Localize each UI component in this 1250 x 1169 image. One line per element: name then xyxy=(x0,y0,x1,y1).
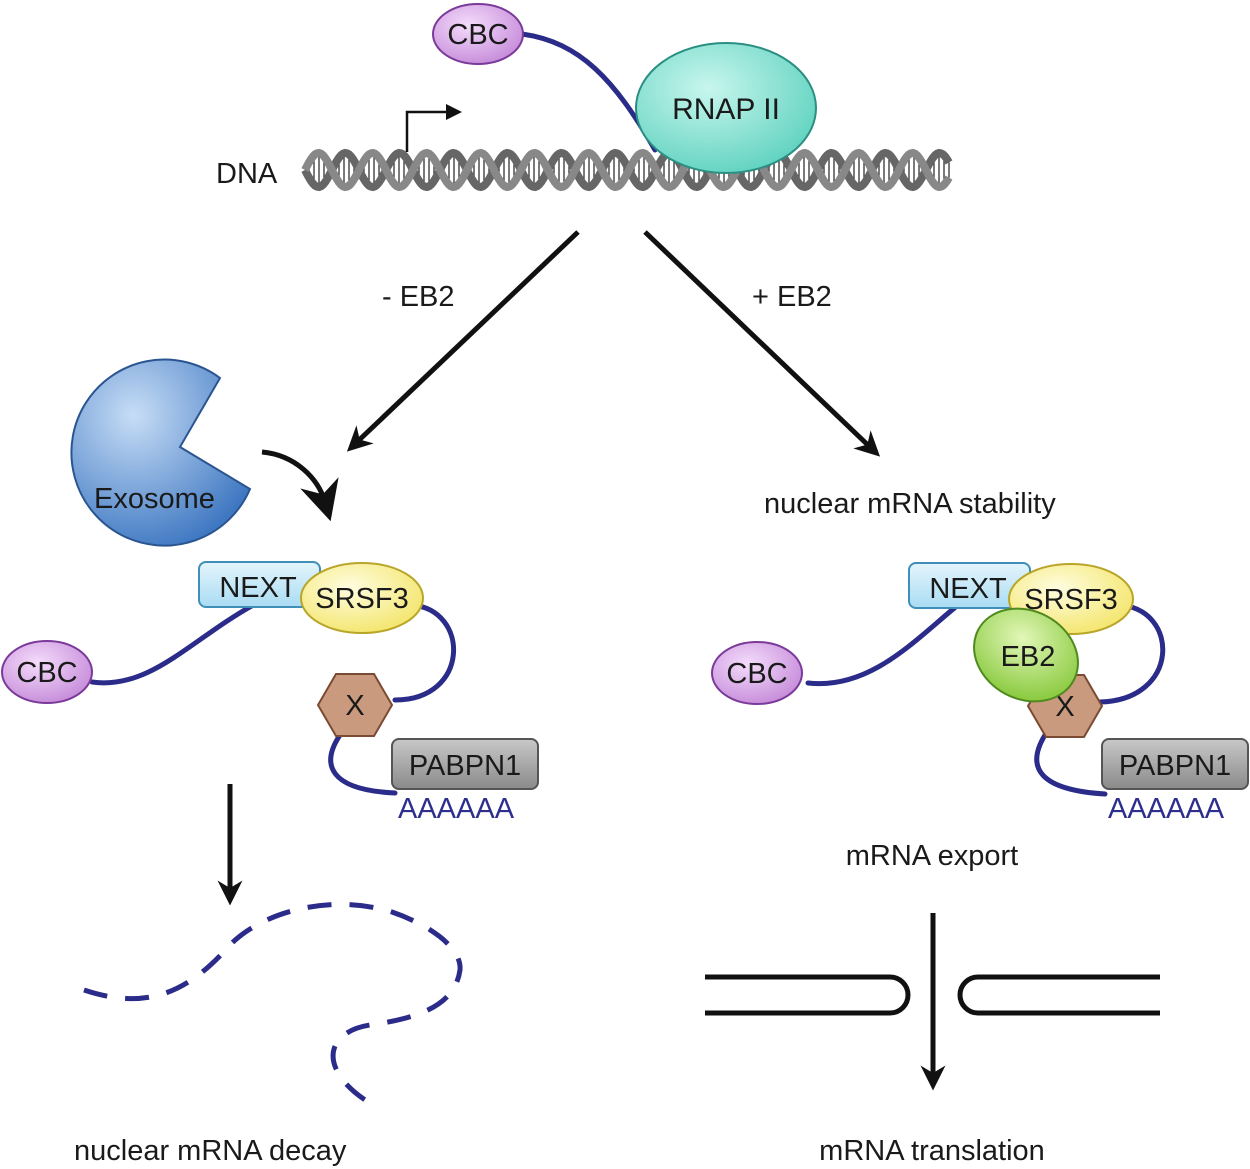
left-pabpn1: PABPN1 xyxy=(391,738,539,790)
right-srsf3-label: SRSF3 xyxy=(1024,584,1117,616)
left-next: NEXT xyxy=(198,561,321,608)
degraded-mrna xyxy=(83,901,463,1109)
exosome-label: Exosome xyxy=(94,483,215,515)
dna-strand-b xyxy=(301,148,953,192)
cbc-top-ellipse xyxy=(432,3,524,65)
right-eb2-label: EB2 xyxy=(1001,641,1056,673)
left-mrna-loop xyxy=(392,602,457,703)
right-next-label: NEXT xyxy=(929,573,1007,605)
right-cbc: CBC xyxy=(711,641,803,705)
right-outcome-translation: mRNA translation xyxy=(819,1135,1045,1167)
condition-plus-eb2: + EB2 xyxy=(752,281,832,313)
left-cbc-label: CBC xyxy=(16,657,77,689)
arrow-plus-eb2 xyxy=(643,230,881,457)
nuclear-membrane-left xyxy=(705,974,911,1016)
left-mrna-body xyxy=(89,601,258,686)
right-pabpn1: PABPN1 xyxy=(1101,738,1249,790)
right-eb2-ellipse xyxy=(973,607,1079,703)
left-x-factor: X xyxy=(316,673,394,737)
rnap-ii: RNAP II xyxy=(635,42,817,174)
transcription-start-arrow xyxy=(405,110,448,152)
right-pabpn1-box xyxy=(1101,738,1249,790)
right-mrna-body xyxy=(805,602,961,687)
left-srsf3-ellipse xyxy=(300,562,424,634)
right-cbc-ellipse xyxy=(711,641,803,705)
rnap-ii-label: RNAP II xyxy=(672,93,780,126)
right-mrna-tail xyxy=(1034,732,1108,797)
dna-helix xyxy=(301,148,953,192)
right-stability-label: nuclear mRNA stability xyxy=(764,488,1056,520)
right-eb2: EB2 xyxy=(973,607,1079,703)
exosome: Exosome xyxy=(70,358,252,547)
right-pabpn1-label: PABPN1 xyxy=(1119,750,1231,782)
rnap-ii-ellipse xyxy=(635,42,817,174)
right-export-label: mRNA export xyxy=(846,840,1018,872)
right-polya-tail: AAAAAA xyxy=(1108,793,1225,825)
exosome-shape xyxy=(70,358,252,547)
right-cbc-label: CBC xyxy=(726,658,787,690)
right-next: NEXT xyxy=(908,562,1031,609)
right-mrna-loop xyxy=(1097,602,1166,705)
left-srsf3-label: SRSF3 xyxy=(315,583,408,615)
left-polya-tail: AAAAAA xyxy=(398,793,515,825)
arrow-minus-eb2 xyxy=(346,230,580,452)
transcription-start-arrowhead xyxy=(446,104,462,120)
left-outcome-decay: nuclear mRNA decay xyxy=(74,1135,347,1167)
nascent-rna xyxy=(519,31,658,153)
left-pabpn1-box xyxy=(391,738,539,790)
left-next-label: NEXT xyxy=(219,572,297,604)
right-x-label: X xyxy=(1055,691,1074,723)
dna-label: DNA xyxy=(216,158,278,190)
left-cbc: CBC xyxy=(1,640,93,704)
nuclear-membrane-right xyxy=(957,974,1160,1016)
condition-minus-eb2: - EB2 xyxy=(382,281,455,313)
left-pabpn1-label: PABPN1 xyxy=(409,750,521,782)
left-x-label: X xyxy=(345,690,364,722)
left-cbc-ellipse xyxy=(1,640,93,704)
left-mrna-tail xyxy=(328,732,398,796)
left-x-hexagon xyxy=(316,673,394,737)
cbc-top: CBC xyxy=(432,3,524,65)
exosome-recruit-arrow xyxy=(261,449,339,522)
left-srsf3: SRSF3 xyxy=(300,562,424,634)
cbc-top-label: CBC xyxy=(447,19,508,51)
